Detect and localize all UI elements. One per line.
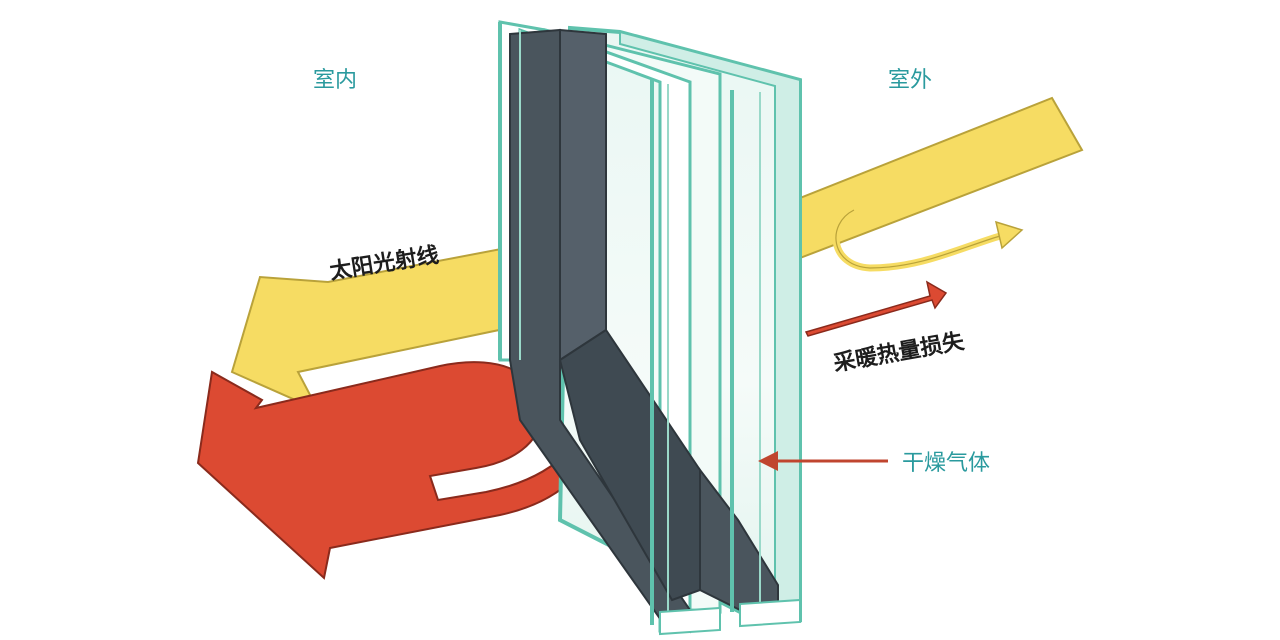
dry-gas-label: 干燥气体 — [902, 451, 991, 476]
pointer-arrow-icon — [758, 451, 888, 471]
reflected-ray-icon — [832, 206, 1024, 272]
outdoor-label: 室外 — [888, 68, 933, 93]
glass-panes — [498, 20, 802, 636]
solar-ray-arrow-icon — [230, 96, 1084, 413]
indoor-label: 室内 — [313, 68, 358, 93]
